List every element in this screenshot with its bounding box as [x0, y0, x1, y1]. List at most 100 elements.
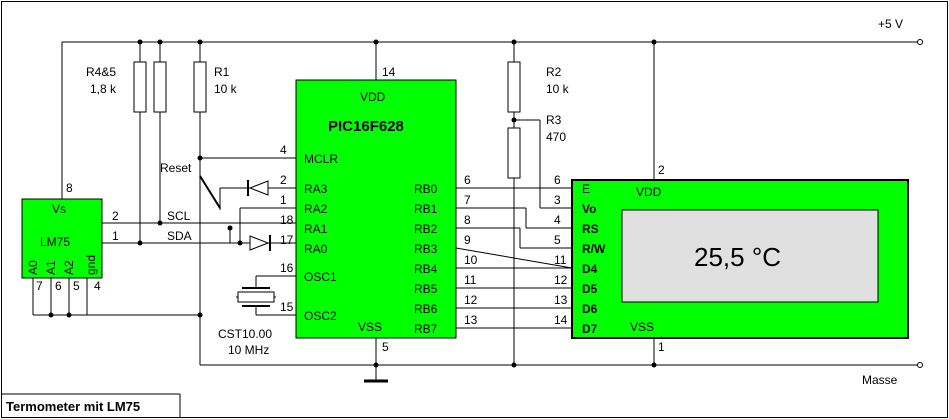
- diode-ra3: [247, 180, 269, 196]
- lcd-pin-label-rw: R/W: [582, 242, 606, 256]
- lcd-pin-label-d7: D7: [582, 322, 598, 336]
- vcc-label: +5 V: [878, 17, 903, 31]
- r2-value: 10 k: [546, 82, 570, 96]
- crystal-name: CST10.00: [218, 327, 272, 341]
- pic-name: PIC16F628: [328, 118, 404, 135]
- pic-pin-num-18: 18: [280, 213, 294, 227]
- lm75-num-4: 4: [94, 279, 101, 293]
- lcd-pin-label-rs: RS: [582, 222, 599, 236]
- pic-pin-label-rb7: RB7: [414, 322, 438, 336]
- pic-pin-label-rb3: RB3: [414, 242, 438, 256]
- gnd-rail: [200, 362, 923, 368]
- sda-label: SDA: [167, 229, 192, 243]
- wires: [32, 42, 655, 383]
- lm75-num-6: 6: [55, 279, 62, 293]
- pic-pin-label-ra0: RA0: [304, 242, 328, 256]
- lm75-vs-label: Vs: [52, 202, 66, 216]
- lm75-pin-a0: A0: [26, 260, 40, 275]
- lcd-pin-num-13: 13: [554, 293, 568, 307]
- lm75-pin-a2: A2: [62, 260, 76, 275]
- lm75-num-5: 5: [73, 279, 80, 293]
- pic-pin-num-16: 16: [280, 261, 294, 275]
- lcd-pin-num-3: 3: [554, 193, 561, 207]
- pic-vdd-label: VDD: [360, 90, 386, 104]
- reset-label: Reset: [160, 161, 192, 175]
- pic-num-vss: 5: [382, 340, 389, 354]
- lm75-pin-gnd: gnd: [84, 255, 98, 275]
- lm75-name: LM75: [40, 235, 70, 249]
- pic-pin-num-1: 1: [280, 193, 287, 207]
- r3-value: 470: [546, 130, 566, 144]
- pic-pin-label-osc2: OSC2: [304, 309, 337, 323]
- lcd-vdd-label: VDD: [636, 185, 662, 199]
- pic-pin-num-4: 4: [280, 143, 287, 157]
- crystal-resonator: [237, 287, 275, 307]
- lcd-display-text: 25,5 °C: [694, 242, 781, 272]
- pic-pin-num-9: 9: [464, 233, 471, 247]
- resistor-r4: [133, 61, 147, 113]
- pic-pin-num-11: 11: [464, 273, 477, 287]
- lm75-num-2: 2: [112, 209, 119, 223]
- r45-value: 1,8 k: [90, 82, 117, 96]
- lm75-pin-a1: A1: [44, 260, 58, 275]
- pic-pin-num-2: 2: [280, 173, 287, 187]
- lcd-pin-num-4: 4: [554, 213, 561, 227]
- resistor-r2: [507, 61, 521, 113]
- lm75-num-8: 8: [66, 181, 73, 195]
- lcd-pin-num-11: 11: [554, 253, 567, 267]
- pic-pin-label-ra1: RA1: [304, 222, 328, 236]
- r3-name: R3: [546, 113, 562, 127]
- pic-vss-label: VSS: [358, 320, 382, 334]
- pic-pin-label-rb4: RB4: [414, 262, 438, 276]
- lm75-num-1: 1: [112, 229, 119, 243]
- pic-pin-label-rb2: RB2: [414, 222, 438, 236]
- pic-pin-num-8: 8: [464, 213, 471, 227]
- lcd-pin-num-5: 5: [554, 233, 561, 247]
- lcd-num-vdd: 2: [658, 163, 665, 177]
- pic-pin-num-10: 10: [464, 253, 478, 267]
- lm75-chip: [21, 198, 103, 279]
- r45-name: R4&5: [86, 65, 116, 79]
- resistor-r1: [193, 61, 207, 113]
- lcd-pin-num-14: 14: [554, 313, 568, 327]
- diode-ra0: [249, 235, 271, 251]
- lcd-pin-label-d6: D6: [582, 302, 598, 316]
- pic-pin-num-17: 17: [280, 233, 294, 247]
- lcd-screen: [621, 209, 879, 303]
- r1-name: R1: [214, 65, 230, 79]
- lcd-vss-label: VSS: [630, 320, 654, 334]
- lcd-pin-num-12: 12: [554, 273, 568, 287]
- schematic-title: Termometer mit LM75: [6, 399, 140, 414]
- r2-name: R2: [546, 65, 562, 79]
- pic-pin-num-13: 13: [464, 313, 478, 327]
- lcd-pin-label-d5: D5: [582, 282, 598, 296]
- pic-pin-num-7: 7: [464, 193, 471, 207]
- pic-num-vdd: 14: [382, 65, 396, 79]
- lcd-pin-label-e: E: [582, 182, 590, 196]
- lcd-pin-num-6: 6: [554, 173, 561, 187]
- pic-pin-num-12: 12: [464, 293, 478, 307]
- pic-chip: [295, 79, 457, 339]
- lm75-num-7: 7: [36, 279, 43, 293]
- reset-switch: [199, 175, 221, 209]
- gnd-label: Masse: [862, 373, 898, 387]
- pic-pin-label-ra2: RA2: [304, 202, 328, 216]
- scl-label: SCL: [167, 209, 191, 223]
- lcd-module: [571, 179, 909, 339]
- lcd-pin-label-vo: Vo: [582, 202, 596, 216]
- junctions: [48, 39, 657, 368]
- lcd-num-vss: 1: [658, 340, 665, 354]
- resistor-r3: [507, 127, 521, 179]
- pic-pin-label-osc1: OSC1: [304, 270, 337, 284]
- pic-pin-label-rb6: RB6: [414, 302, 438, 316]
- pic-pin-label-ra3: RA3: [304, 182, 328, 196]
- pic-pin-num-6: 6: [464, 173, 471, 187]
- vcc-rail: [62, 39, 923, 45]
- lcd-pin-label-d4: D4: [582, 262, 598, 276]
- r1-value: 10 k: [214, 82, 238, 96]
- pic-pin-num-15: 15: [280, 300, 294, 314]
- pic-pin-label-rb1: RB1: [414, 202, 438, 216]
